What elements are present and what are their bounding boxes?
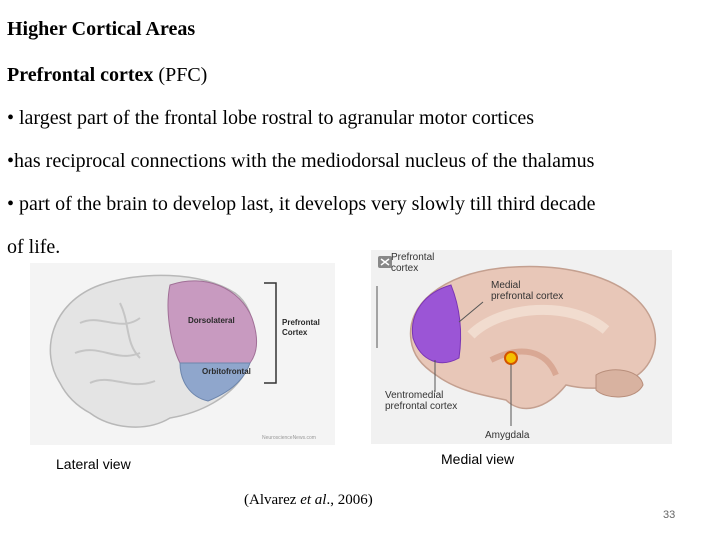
citation-italic: et al [300, 492, 327, 508]
prefrontal-bracket [264, 282, 277, 384]
dorsolateral-label: Dorsolateral [188, 316, 235, 325]
ventromedial-label-1: Ventromedial [385, 390, 443, 401]
citation-before: (Alvarez [244, 492, 301, 508]
watermark: NeuroscienceNews.com [262, 435, 316, 441]
orbitofrontal-region [179, 362, 251, 402]
dorsolateral-region [167, 280, 257, 364]
pfc-heading: Prefrontal cortex (PFC) [7, 64, 207, 87]
lateral-view-caption: Lateral view [56, 456, 131, 472]
medial-pointer [458, 301, 484, 323]
medial-view-caption: Medial view [441, 451, 515, 467]
ventromedial-label-2: prefrontal cortex [385, 401, 457, 412]
bullet-3-continuation: of life. [7, 236, 61, 258]
medial-pfc-region [411, 284, 462, 364]
medial-pfc-label-2: prefrontal cortex [491, 291, 563, 302]
prefrontal-label-2: Cortex [282, 328, 308, 337]
bullet-2: •has reciprocal connections with the med… [7, 150, 595, 172]
amygdala-label: Amygdala [485, 430, 530, 441]
citation: (Alvarez et al., 2006) [244, 492, 373, 509]
lateral-brain-figure: Dorsolateral Orbitofrontal Prefrontal Co… [30, 263, 335, 445]
medial-prefrontal-label-1: Prefrontal [391, 252, 434, 263]
medial-pfc-label-1: Medial [491, 280, 520, 291]
pfc-heading-bold: Prefrontal cortex [7, 64, 154, 86]
page-number: 33 [663, 509, 676, 521]
citation-after: ., 2006) [326, 492, 373, 508]
pfc-heading-rest: (PFC) [153, 64, 208, 86]
prefrontal-label-1: Prefrontal [282, 318, 320, 327]
bullet-1: • largest part of the frontal lobe rostr… [7, 107, 535, 129]
orbitofrontal-label: Orbitofrontal [202, 367, 251, 376]
bullet-3: • part of the brain to develop last, it … [7, 193, 596, 215]
close-icon [378, 256, 392, 268]
amygdala-marker [504, 351, 518, 365]
medial-brain-figure: Prefrontal cortex Medial prefrontal cort… [371, 250, 672, 444]
medial-prefrontal-label-2: cortex [391, 263, 418, 274]
slide-title: Higher Cortical Areas [7, 18, 196, 40]
